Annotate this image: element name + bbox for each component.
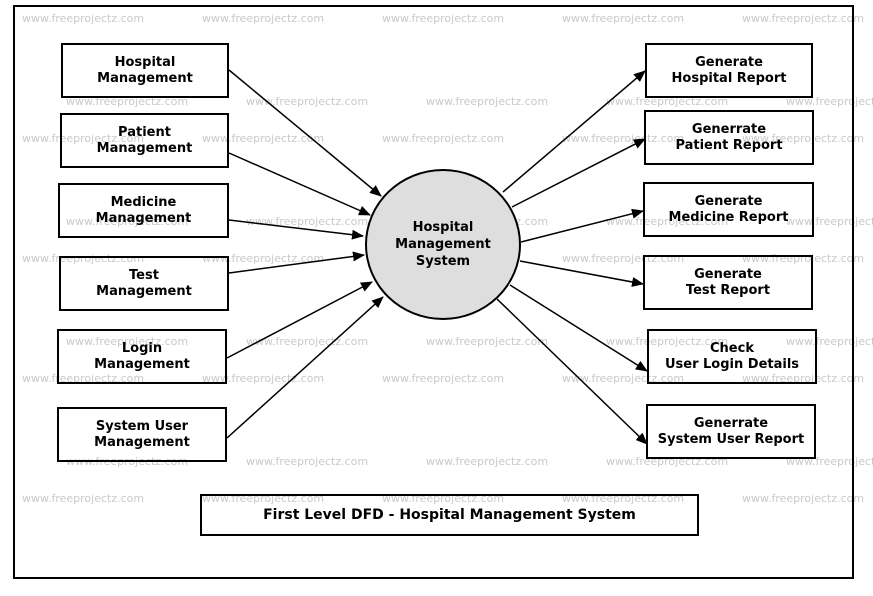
entity-generate-hospital-report: Generate Hospital Report: [645, 43, 813, 98]
flow-hospital-management-arrow: [228, 69, 382, 197]
process-hospital-management-system: Hospital Management System: [365, 169, 521, 320]
entity-generrate-system-user-report: Generrate System User Report: [646, 404, 816, 459]
entity-label: Patient Management: [96, 124, 193, 156]
entity-label: Login Management: [94, 340, 190, 372]
flow-generate-hospital-report-arrow: [502, 70, 646, 193]
entity-label: Generate Test Report: [685, 266, 771, 298]
diagram-title: First Level DFD - Hospital Management Sy…: [263, 507, 636, 523]
flow-generrate-system-user-report-arrow: [496, 298, 648, 445]
entity-test-management: Test Management: [59, 256, 229, 311]
entity-label: Generrate System User Report: [657, 415, 805, 447]
entity-label: System User Management: [94, 418, 190, 450]
entity-label: Generrate Patient Report: [675, 121, 783, 153]
entity-hospital-management: Hospital Management: [61, 43, 229, 98]
flow-check-user-login-details-arrow: [509, 284, 648, 372]
diagram-title-box: First Level DFD - Hospital Management Sy…: [200, 494, 699, 536]
entity-login-management: Login Management: [57, 329, 227, 384]
entity-patient-management: Patient Management: [60, 113, 229, 168]
flow-patient-management-arrow: [228, 152, 371, 216]
diagram-frame: [13, 5, 854, 579]
flow-generrate-patient-report-arrow: [511, 138, 646, 208]
entity-system-user-management: System User Management: [57, 407, 227, 462]
entity-check-user-login-details: Check User Login Details: [647, 329, 817, 384]
process-label: Hospital Management System: [395, 220, 491, 269]
flow-test-management-arrow: [228, 251, 365, 274]
flow-login-management-arrow: [226, 281, 373, 359]
entity-medicine-management: Medicine Management: [58, 183, 229, 238]
entity-label: Generate Hospital Report: [671, 54, 787, 86]
entity-label: Hospital Management: [97, 54, 193, 86]
entity-label: Check User Login Details: [664, 340, 800, 372]
entity-generrate-patient-report: Generrate Patient Report: [644, 110, 814, 165]
entity-generate-test-report: Generate Test Report: [643, 255, 813, 310]
flow-system-user-management-arrow: [226, 296, 384, 439]
entity-label: Generate Medicine Report: [668, 193, 789, 225]
entity-generate-medicine-report: Generate Medicine Report: [643, 182, 814, 237]
flow-generate-medicine-report-arrow: [520, 208, 644, 243]
flow-medicine-management-arrow: [228, 219, 364, 240]
entity-label: Medicine Management: [95, 194, 192, 226]
entity-label: Test Management: [96, 267, 192, 299]
flow-generate-test-report-arrow: [519, 260, 644, 287]
